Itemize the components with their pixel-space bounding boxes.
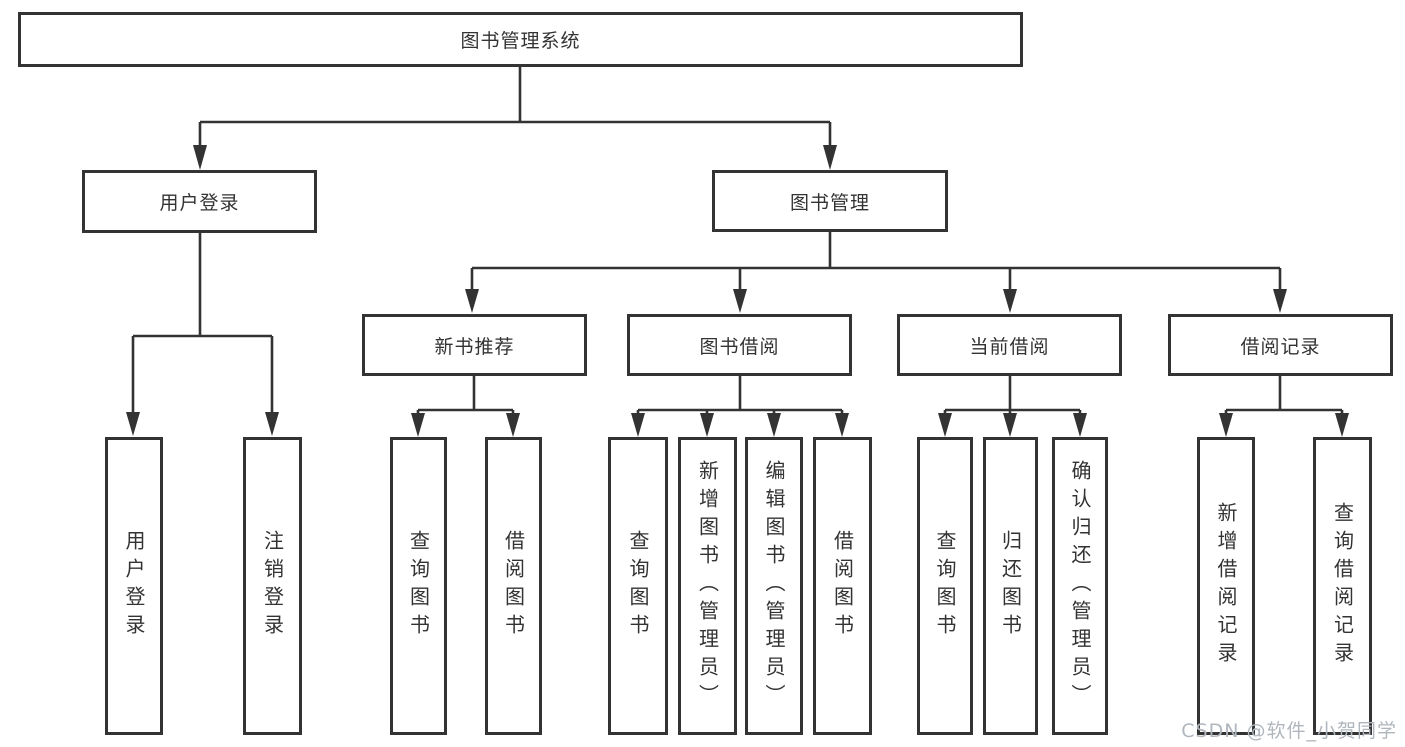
leaf-edit-book-admin-label: 编辑图书（管理员）: [762, 460, 786, 712]
leaf-edit-book-admin: 编辑图书（管理员）: [745, 437, 803, 735]
leaf-query-books-recommend-label: 查询图书: [406, 530, 431, 642]
leaf-user-login-label: 用户登录: [122, 530, 146, 642]
leaf-query-books-recommend: 查询图书: [390, 437, 447, 735]
leaf-add-borrow-record-label: 新增借阅记录: [1214, 502, 1238, 670]
node-root: 图书管理系统: [18, 12, 1023, 67]
node-new-book-recommend: 新书推荐: [362, 314, 587, 376]
leaf-return-books-label: 归还图书: [998, 530, 1023, 642]
leaf-borrow-books-recommend: 借阅图书: [485, 437, 542, 735]
node-current-borrow: 当前借阅: [897, 314, 1122, 376]
leaf-user-login: 用户登录: [105, 437, 163, 735]
leaf-query-borrow-record: 查询借阅记录: [1313, 437, 1372, 735]
leaf-add-book-admin-label: 新增图书（管理员）: [695, 460, 720, 712]
leaf-add-borrow-record: 新增借阅记录: [1197, 437, 1255, 735]
node-user-login-label: 用户登录: [159, 192, 240, 214]
leaf-query-books-borrow-label: 查询图书: [626, 530, 650, 642]
leaf-borrow-books: 借阅图书: [813, 437, 872, 735]
leaf-logout-label: 注销登录: [260, 530, 285, 642]
leaf-return-books: 归还图书: [983, 437, 1038, 735]
node-current-borrow-label: 当前借阅: [969, 335, 1050, 358]
csdn-watermark: CSDN @软件_小贺同学: [1181, 720, 1397, 742]
leaf-query-borrow-record-label: 查询借阅记录: [1330, 502, 1355, 670]
leaf-add-book-admin: 新增图书（管理员）: [678, 437, 737, 735]
leaf-borrow-books-recommend-label: 借阅图书: [501, 530, 526, 642]
leaf-query-books-current-label: 查询图书: [933, 530, 957, 642]
node-borrow-records: 借阅记录: [1168, 314, 1393, 376]
leaf-borrow-books-label: 借阅图书: [830, 530, 855, 642]
node-book-borrow-label: 图书借阅: [699, 335, 780, 358]
node-book-management: 图书管理: [712, 170, 948, 232]
node-new-book-recommend-label: 新书推荐: [434, 335, 515, 358]
node-book-borrow: 图书借阅: [627, 314, 852, 376]
node-book-management-label: 图书管理: [789, 191, 870, 214]
leaf-query-books-borrow: 查询图书: [608, 437, 668, 735]
connector-paths: [131, 67, 1344, 414]
leaf-query-books-current: 查询图书: [917, 437, 973, 735]
leaf-confirm-return-admin: 确认归还（管理员）: [1052, 437, 1108, 735]
node-borrow-records-label: 借阅记录: [1240, 335, 1321, 358]
leaf-confirm-return-admin-label: 确认归还（管理员）: [1068, 460, 1092, 712]
node-root-label: 图书管理系统: [460, 30, 581, 52]
leaf-logout: 注销登录: [243, 437, 302, 735]
node-user-login: 用户登录: [82, 170, 317, 233]
arrowheads: [126, 145, 1349, 437]
